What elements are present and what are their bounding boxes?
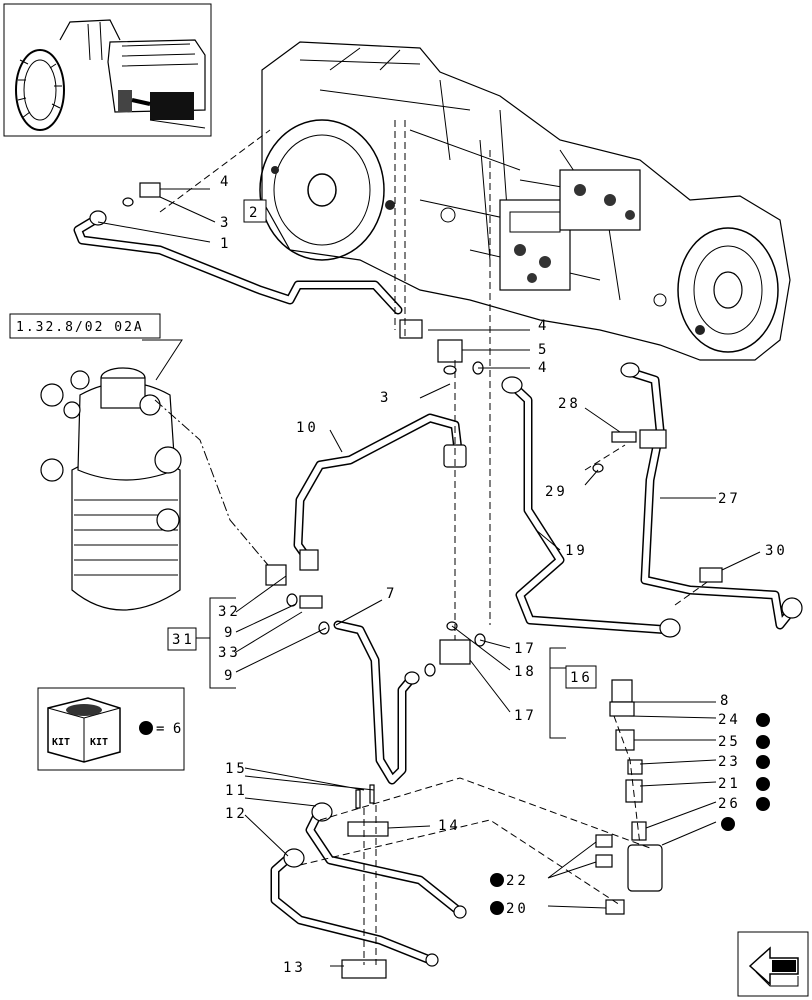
group-label-31: 31 — [172, 632, 195, 648]
callout-24: 24 — [718, 712, 741, 728]
callout-26: 26 — [718, 796, 741, 812]
bullet-icon — [490, 873, 504, 887]
callout-7: 7 — [386, 586, 397, 602]
callout-22: 22 — [506, 873, 529, 889]
filter-assembly — [40, 367, 182, 611]
bullet-icon — [756, 755, 770, 769]
callout-32: 32 — [218, 604, 241, 620]
callout-13: 13 — [283, 960, 306, 976]
callout-4: 4 — [538, 360, 549, 376]
bullet-icon — [756, 797, 770, 811]
callout-21: 21 — [718, 776, 741, 792]
callout-27: 27 — [718, 491, 741, 507]
kit-box-icon: KIT KIT — [47, 697, 121, 763]
pipe-12 — [270, 850, 435, 965]
callout-8: 8 — [720, 693, 731, 709]
pipe-27 — [625, 367, 797, 630]
callout-29: 29 — [545, 484, 568, 500]
kit-bullets — [490, 713, 770, 915]
callout-23: 23 — [718, 754, 741, 770]
bullet-icon — [756, 735, 770, 749]
reference-label: 1.32.8/02 02A — [16, 320, 144, 335]
group-label-16: 16 — [570, 670, 593, 686]
callout-4: 4 — [538, 318, 549, 334]
callout-3: 3 — [380, 390, 391, 406]
pipe-1 — [73, 213, 403, 315]
group-box-16: 16 — [565, 665, 597, 689]
bullet-icon — [756, 713, 770, 727]
bullet-icon — [139, 721, 153, 735]
callout-11: 11 — [225, 783, 248, 799]
dashed-lines — [154, 120, 711, 965]
callout-9: 9 — [224, 625, 235, 641]
callout-18: 18 — [514, 664, 537, 680]
callout-9: 9 — [224, 668, 235, 684]
bullet-icon — [490, 901, 504, 915]
leader-lines — [97, 188, 761, 967]
callout-30: 30 — [765, 543, 788, 559]
group-box-31: 31 — [167, 627, 197, 651]
callout-14: 14 — [438, 818, 461, 834]
callout-labels: 4 3 1 4 5 4 3 10 28 29 27 19 30 7 32 9 3… — [218, 174, 788, 976]
kit-note: = 6 — [156, 721, 181, 737]
group-label-2: 2 — [249, 205, 260, 221]
callout-12: 12 — [225, 806, 248, 822]
kit-label-left: KIT — [52, 737, 70, 748]
group-box-2: 2 — [243, 199, 267, 223]
previous-page-arrow-icon[interactable] — [737, 931, 809, 997]
pipe-11 — [305, 805, 465, 917]
bullet-icon — [721, 817, 735, 831]
callout-25: 25 — [718, 734, 741, 750]
callout-19: 19 — [565, 543, 588, 559]
callout-1: 1 — [220, 236, 231, 252]
pipe-10 — [293, 413, 463, 567]
callout-3: 3 — [220, 215, 231, 231]
callout-10: 10 — [296, 420, 319, 436]
kit-label-right: KIT — [90, 737, 108, 748]
callout-17: 17 — [514, 708, 537, 724]
pipe-7 — [333, 620, 417, 785]
callout-20: 20 — [506, 901, 529, 917]
tractor-thumbnail-icon — [3, 3, 212, 137]
pipe-19 — [507, 380, 675, 635]
callout-15: 15 — [225, 761, 248, 777]
bullet-icon — [756, 777, 770, 791]
callout-33: 33 — [218, 645, 241, 661]
transmission-housing — [259, 41, 791, 361]
callout-4: 4 — [220, 174, 231, 190]
callout-5: 5 — [538, 342, 549, 358]
kit-legend: KIT KIT = 6 — [37, 687, 185, 771]
reference-label-box: 1.32.8/02 02A — [9, 313, 161, 339]
callout-17: 17 — [514, 641, 537, 657]
callout-28: 28 — [558, 396, 581, 412]
